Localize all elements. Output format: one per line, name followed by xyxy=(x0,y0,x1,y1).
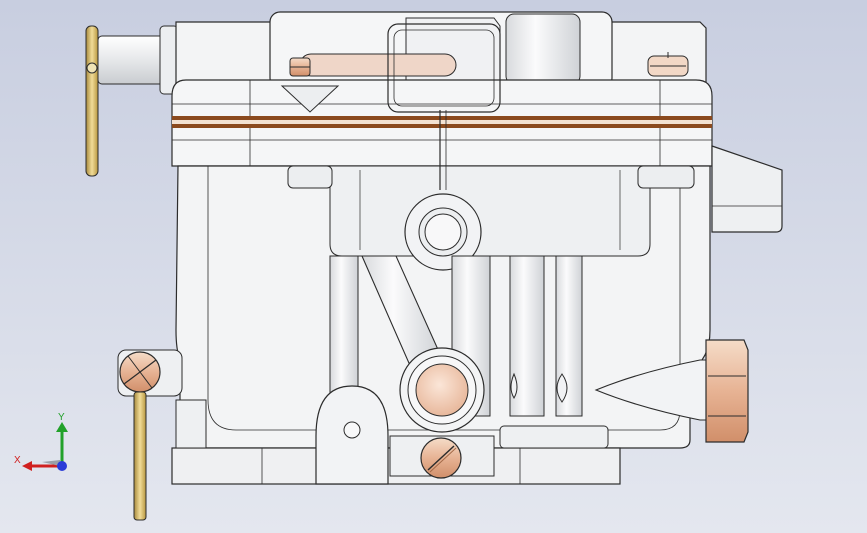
axis-triad: Y X xyxy=(14,412,68,471)
mount-pad-left xyxy=(287,165,333,189)
hex-nut[interactable] xyxy=(705,339,749,443)
x-axis-arrow xyxy=(22,461,62,471)
z-axis-wedge xyxy=(42,460,60,466)
center-boss xyxy=(404,193,482,271)
fuel-inlet-tube[interactable] xyxy=(299,23,501,113)
mount-pad-right xyxy=(637,165,695,189)
post-c xyxy=(509,255,545,417)
mounting-lug xyxy=(315,385,389,485)
main-jet-plug[interactable] xyxy=(399,347,485,433)
lever-pivot-screw[interactable] xyxy=(117,349,183,397)
throttle-lever-bottom[interactable] xyxy=(133,391,147,521)
idle-screw[interactable] xyxy=(389,435,495,479)
base-step-left xyxy=(175,399,207,449)
top-screw-left[interactable] xyxy=(289,57,311,77)
y-axis-arrow xyxy=(56,422,68,464)
z-axis-dot xyxy=(57,461,67,471)
base-bracket xyxy=(499,425,609,449)
side-inlet-block xyxy=(711,145,783,233)
y-axis-label: Y xyxy=(58,412,65,423)
jet-drop-right xyxy=(556,373,568,403)
throttle-lever-top[interactable] xyxy=(85,25,99,177)
x-axis-label: X xyxy=(14,455,21,466)
vent-mark xyxy=(280,85,340,113)
jet-drop-left xyxy=(510,372,518,399)
top-screw-right[interactable] xyxy=(647,52,689,77)
gasket xyxy=(172,116,712,128)
throttle-shaft xyxy=(97,25,179,95)
